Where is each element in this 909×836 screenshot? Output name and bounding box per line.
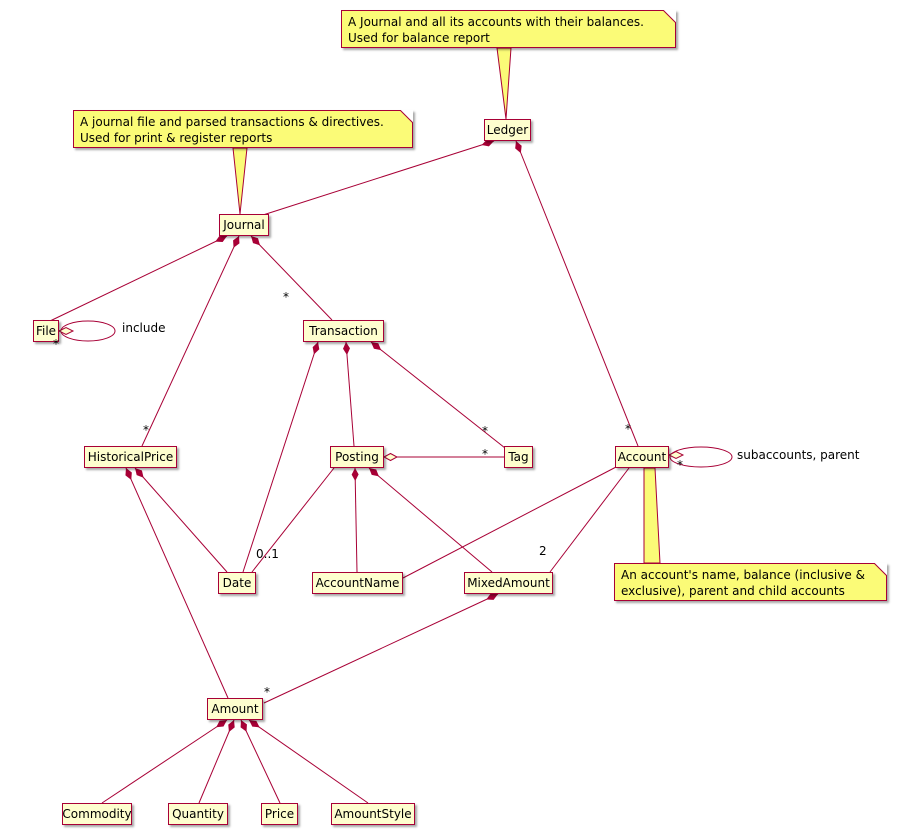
note-ledger-description: A Journal and all its accounts with thei… <box>341 10 676 48</box>
class-name: Commodity <box>62 807 132 821</box>
note-text-line: Used for print & register reports <box>80 131 273 145</box>
class-name: AmountStyle <box>334 807 412 821</box>
note-connector-journal <box>232 147 248 215</box>
note-text-line: Used for balance report <box>348 31 490 45</box>
composition-edges <box>49 139 639 804</box>
multiplicity-file-include: * <box>53 337 59 351</box>
class-name: Journal <box>223 218 265 232</box>
note-text-line: exclusive), parent and child accounts <box>621 584 845 598</box>
class-name: HistoricalPrice <box>87 450 174 464</box>
multiplicity-ledger-account: * <box>625 422 631 436</box>
multiplicity-transaction-tag: * <box>482 424 488 438</box>
edge-account-accountname <box>402 465 619 579</box>
class-commodity: Commodity <box>62 803 132 825</box>
edge-transaction-date <box>242 341 320 573</box>
class-name: Ledger <box>486 123 529 137</box>
class-name: MixedAmount <box>467 576 550 590</box>
edge-journal-transaction <box>250 235 333 321</box>
edge-ledger-journal <box>262 139 495 216</box>
edge-journal-file <box>49 235 228 322</box>
class-transaction: Transaction <box>303 320 384 342</box>
note-fold-icon <box>663 10 676 23</box>
edge-amount-amountstyle <box>248 719 369 804</box>
class-name: Posting <box>335 450 379 464</box>
class-price: Price <box>261 803 298 825</box>
class-journal: Journal <box>219 214 269 236</box>
edge-ledger-account <box>515 140 639 447</box>
class-name: Date <box>222 576 252 590</box>
edge-historicalprice-amount <box>125 467 229 699</box>
note-connectors <box>232 47 661 564</box>
multiplicity-posting-date: 0..1 <box>256 547 279 561</box>
note-text-line: A Journal and all its accounts with thei… <box>348 15 644 29</box>
class-amountstyle: AmountStyle <box>331 803 415 825</box>
edge-posting-mixedamount <box>368 467 493 573</box>
edge-account-subaccounts-loop <box>669 446 733 468</box>
class-name: File <box>35 324 57 338</box>
edge-posting-accountname <box>351 467 359 573</box>
association-edges <box>251 465 630 579</box>
class-name: Amount <box>211 702 259 716</box>
self-loops <box>57 320 733 468</box>
class-account: Account <box>615 446 669 468</box>
class-mixedamount: MixedAmount <box>464 572 553 594</box>
multiplicity-account-self: * <box>677 458 683 472</box>
label-file-include: include <box>122 321 166 335</box>
edge-amount-commodity <box>101 719 228 804</box>
file-loop-open-diamond <box>57 326 75 336</box>
class-date: Date <box>218 572 256 594</box>
note-text-line: An account's name, balance (inclusive & <box>621 568 865 582</box>
note-connector-ledger <box>496 47 512 120</box>
class-amount: Amount <box>207 698 263 720</box>
note-fold-icon <box>400 110 413 123</box>
edge-transaction-posting <box>343 341 355 447</box>
class-posting: Posting <box>330 446 384 468</box>
multiplicity-posting-tag: * <box>482 447 488 461</box>
edge-account-mixedamount <box>549 467 630 573</box>
class-tag: Tag <box>504 446 533 468</box>
edge-amount-quantity <box>198 719 235 804</box>
multiplicity-mixedamount-amount: * <box>264 685 270 699</box>
edge-posting-date <box>251 467 335 573</box>
multiplicity-journal-historicalprice: * <box>143 423 149 437</box>
class-name: Tag <box>508 450 529 464</box>
class-name: Quantity <box>172 807 224 821</box>
class-historicalprice: HistoricalPrice <box>84 446 177 468</box>
note-account-description: An account's name, balance (inclusive & … <box>614 563 887 601</box>
note-text-line: A journal file and parsed transactions &… <box>80 115 384 129</box>
note-fold-icon <box>874 563 887 576</box>
class-name: AccountName <box>315 576 400 590</box>
note-connector-account <box>643 467 661 564</box>
class-accountname: AccountName <box>312 572 403 594</box>
class-name: Account <box>617 450 667 464</box>
edge-transaction-tag <box>370 341 506 449</box>
class-name: Price <box>264 807 295 821</box>
class-name: Transaction <box>309 324 378 338</box>
multiplicity-journal-transaction: * <box>283 290 289 304</box>
edge-historicalprice-date <box>134 467 228 573</box>
edge-mixedamount-amount <box>263 593 499 704</box>
edge-amount-price <box>240 719 281 804</box>
class-quantity: Quantity <box>168 803 228 825</box>
class-file: File <box>33 320 59 342</box>
account-loop-open-diamond <box>667 450 685 460</box>
class-ledger: Ledger <box>484 119 531 141</box>
note-journal-description: A journal file and parsed transactions &… <box>73 110 413 148</box>
multiplicity-account-mixedamount: 2 <box>539 544 547 558</box>
label-account-subaccounts-parent: subaccounts, parent <box>737 448 860 462</box>
edge-journal-historicalprice <box>141 235 240 447</box>
